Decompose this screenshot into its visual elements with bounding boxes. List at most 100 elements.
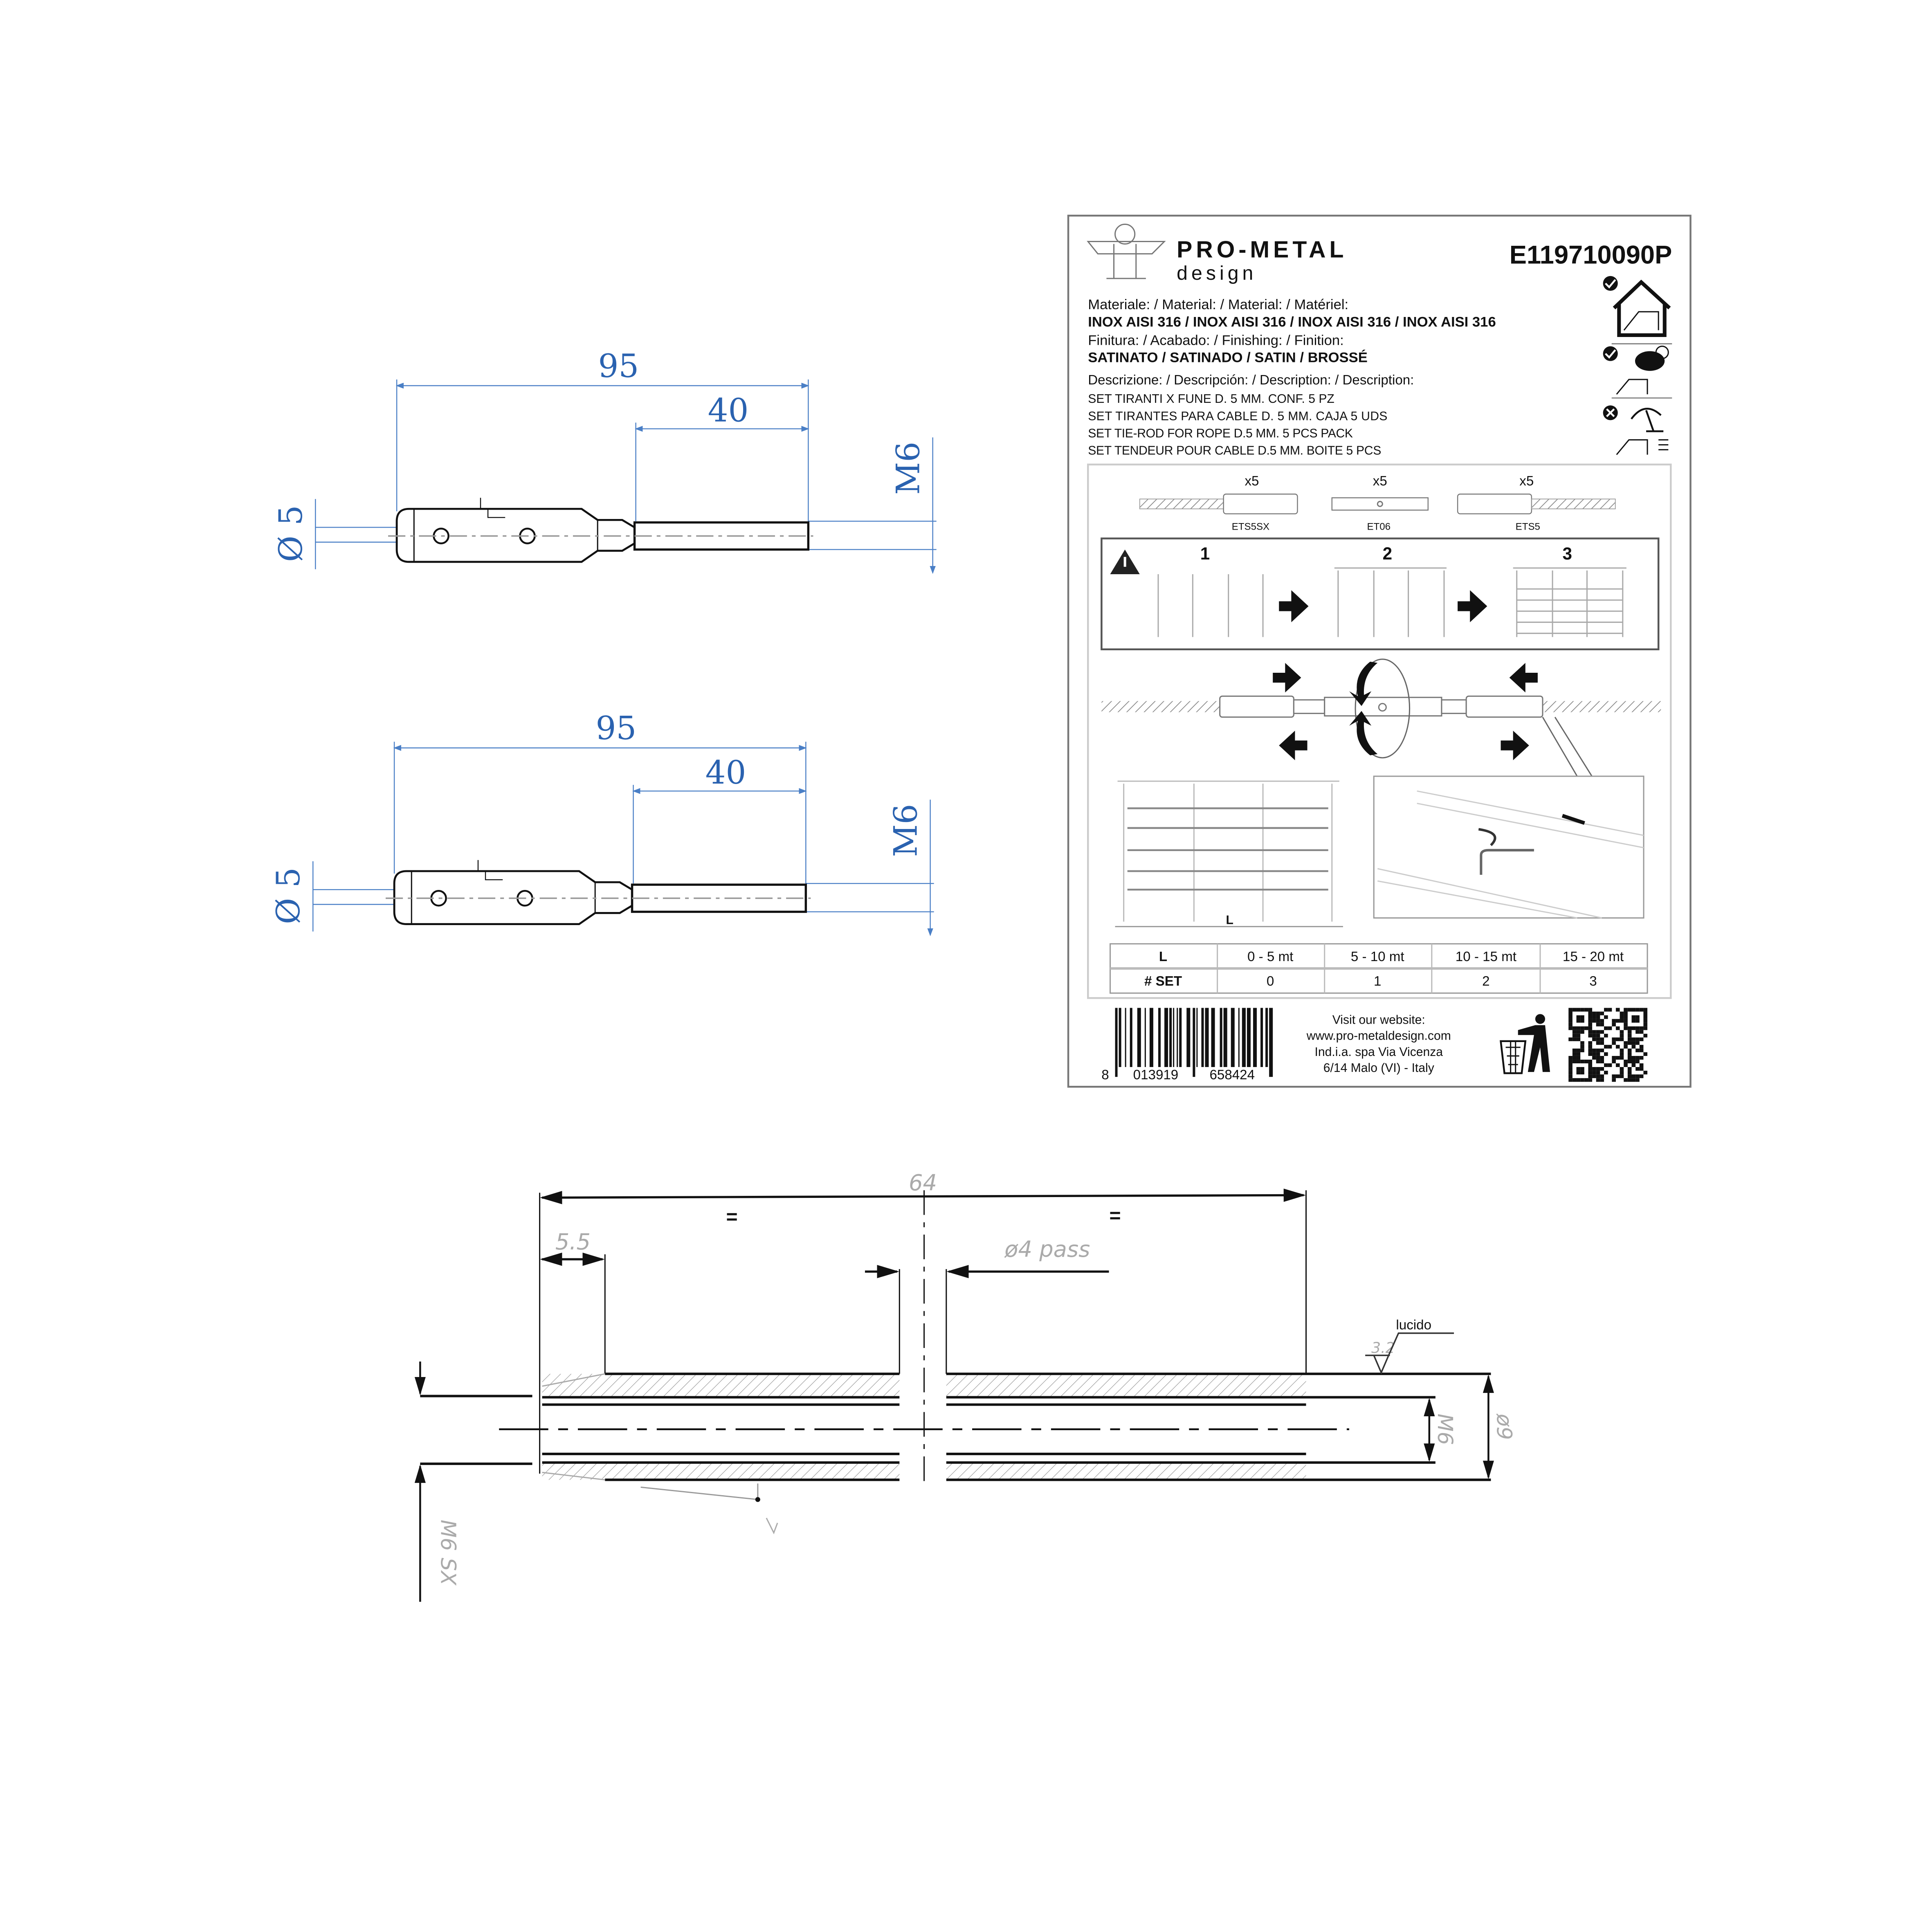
arrow-right-icon: [1273, 663, 1301, 693]
barcode-bar: [1169, 1008, 1172, 1067]
qr-module: [1635, 1019, 1640, 1023]
qr-module: [1620, 1048, 1624, 1052]
qr-module: [1643, 1011, 1648, 1015]
qr-module: [1627, 1030, 1632, 1034]
qr-module: [1580, 1026, 1584, 1030]
qr-module: [1588, 1071, 1593, 1075]
qr-module: [1600, 1037, 1604, 1041]
barcode-bar: [1211, 1008, 1215, 1067]
qr-module: [1631, 1037, 1636, 1041]
qr-module: [1639, 1008, 1644, 1012]
qr-module: [1612, 1019, 1616, 1023]
table-cell: 2: [1482, 974, 1489, 989]
qr-module: [1568, 1056, 1573, 1060]
qr-module: [1596, 1030, 1600, 1034]
qr-module: [1596, 1056, 1600, 1060]
qr-module: [1568, 1059, 1573, 1064]
barcode-bar: [1179, 1008, 1182, 1067]
qr-module: [1620, 1056, 1624, 1060]
dimension-diameter: Ø 5: [270, 867, 307, 924]
qr-module: [1612, 1059, 1616, 1064]
qr-module: [1592, 1030, 1596, 1034]
qr-module: [1572, 1059, 1577, 1064]
part-ets5: x5 ETS5: [1457, 474, 1616, 532]
qr-module: [1643, 1026, 1648, 1030]
step-number: 3: [1562, 544, 1572, 563]
qr-module: [1576, 1067, 1581, 1071]
qr-module: [1576, 1059, 1581, 1064]
qr-module: [1615, 1056, 1620, 1060]
qr-module: [1576, 1019, 1581, 1023]
qr-module: [1604, 1026, 1608, 1030]
dimension-diameter: Ø 5: [272, 505, 310, 562]
qr-module: [1620, 1033, 1624, 1038]
dimension-overall-length: 64: [909, 1170, 937, 1195]
qr-module: [1604, 1008, 1608, 1012]
qr-module: [1596, 1022, 1600, 1027]
arrow-right-icon: [1279, 590, 1309, 622]
barcode-bar: [1253, 1008, 1257, 1067]
material-heading: Materiale: / Material: / Material: / Mat…: [1088, 297, 1348, 312]
qr-module: [1592, 1033, 1596, 1038]
qr-module: [1620, 1015, 1624, 1019]
qr-module: [1620, 1067, 1624, 1071]
qr-module: [1624, 1008, 1628, 1012]
spacer-section-drawing: 64 = = 5.5 ø4 pass M6 ø9 3.2 lucido: [414, 1170, 1516, 1602]
qr-module: [1643, 1008, 1648, 1012]
barcode-bar: [1265, 1008, 1268, 1067]
qr-module: [1608, 1026, 1612, 1030]
qr-module: [1639, 1045, 1644, 1049]
qr-module: [1624, 1011, 1628, 1015]
qr-module: [1635, 1056, 1640, 1060]
website-link[interactable]: www.pro-metaldesign.com: [1306, 1029, 1451, 1043]
roughness-value: 3.2: [1371, 1339, 1395, 1357]
qr-module: [1568, 1067, 1573, 1071]
qr-module: [1639, 1037, 1644, 1041]
qr-module: [1576, 1033, 1581, 1038]
qr-module: [1580, 1030, 1584, 1034]
qr-code[interactable]: [1568, 1008, 1648, 1082]
qr-module: [1639, 1063, 1644, 1067]
qr-module: [1615, 1063, 1620, 1067]
qr-module: [1592, 1067, 1596, 1071]
barcode-bar: [1260, 1008, 1263, 1067]
qr-module: [1635, 1074, 1640, 1078]
qr-module: [1627, 1037, 1632, 1041]
qr-module: [1592, 1056, 1596, 1060]
qr-module: [1580, 1059, 1584, 1064]
part-et06: x5 ET06: [1331, 474, 1429, 532]
dimension-hole: ø4 pass: [1004, 1236, 1090, 1262]
detail-view: [1373, 775, 1644, 919]
qr-module: [1588, 1067, 1593, 1071]
qr-module: [1580, 1067, 1584, 1071]
qr-module: [1588, 1059, 1593, 1064]
qr-module: [1627, 1059, 1632, 1064]
equal-mark: =: [1109, 1205, 1121, 1227]
qr-module: [1572, 1048, 1577, 1052]
qr-module: [1596, 1015, 1600, 1019]
website-line: 6/14 Malo (VI) - Italy: [1323, 1061, 1434, 1075]
tie-rod-drawing-2: 95 40 M6 Ø 5: [270, 710, 934, 937]
qr-module: [1568, 1026, 1573, 1030]
arrow-left-icon: [1279, 730, 1307, 760]
dimension-overall-length: 95: [598, 348, 639, 385]
qr-module: [1612, 1078, 1616, 1082]
qr-module: [1643, 1022, 1648, 1027]
qr-module: [1600, 1059, 1604, 1064]
qr-module: [1627, 1074, 1632, 1078]
qr-module: [1568, 1063, 1573, 1067]
qr-module: [1620, 1011, 1624, 1015]
qr-module: [1592, 1011, 1596, 1015]
qr-module: [1572, 1052, 1577, 1056]
qr-module: [1596, 1048, 1600, 1052]
product-code: E119710090P: [1510, 241, 1672, 270]
dimension-outer-diameter: ø9: [1492, 1413, 1516, 1440]
qr-module: [1580, 1019, 1584, 1023]
description-line: SET TIE-ROD FOR ROPE D.5 MM. 5 PCS PACK: [1088, 427, 1353, 440]
turnbuckle-assembly: [1101, 658, 1661, 777]
qr-module: [1604, 1015, 1608, 1019]
qr-module: [1639, 1067, 1644, 1071]
qr-module: [1588, 1011, 1593, 1015]
railing-diagram: [1115, 780, 1343, 928]
qr-module: [1639, 1074, 1644, 1078]
